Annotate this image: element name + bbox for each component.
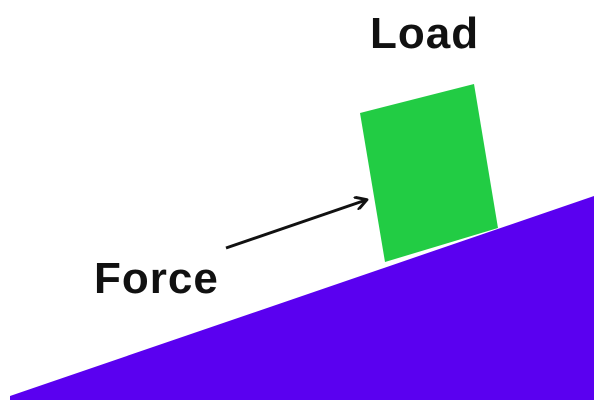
incline-plane [10,196,594,400]
force-arrow [225,200,366,250]
load-block [360,84,498,262]
force-label: Force [94,254,219,303]
load-label: Load [370,9,480,58]
